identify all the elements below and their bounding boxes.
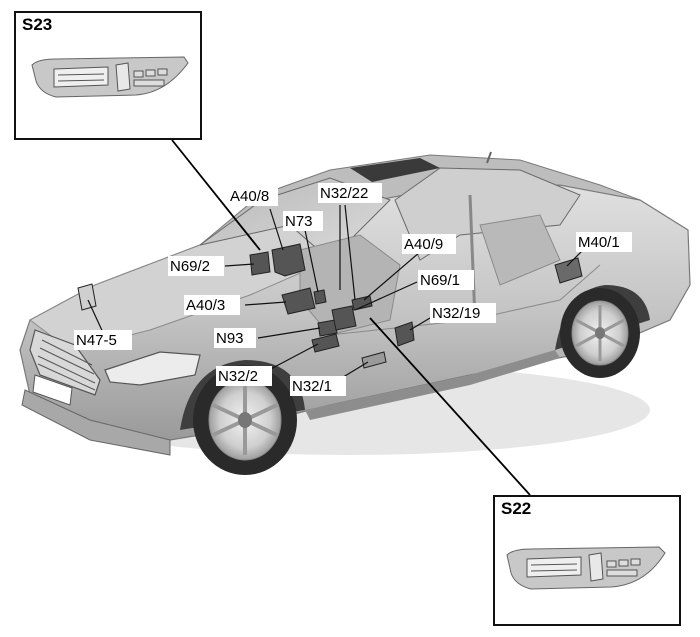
label-n32-2-text: N32/2 xyxy=(218,368,258,385)
license-plate xyxy=(32,374,73,406)
label-a40-8: A40/8 xyxy=(228,186,278,206)
sunroof xyxy=(350,158,440,182)
component-n32-2 xyxy=(311,333,340,353)
seat-back-switch xyxy=(588,552,604,582)
label-n69-1-text: N69/1 xyxy=(420,272,460,289)
inset-s22: S22 xyxy=(493,495,681,626)
inset-s22-title: S22 xyxy=(501,499,532,518)
label-n69-2: N69/2 xyxy=(168,256,224,276)
memory-button-1 xyxy=(133,70,144,78)
headrest-button xyxy=(133,79,165,87)
component-a40-8 xyxy=(271,243,306,277)
label-n47-5: N47-5 xyxy=(74,330,132,350)
side-rocker xyxy=(305,350,560,420)
label-n69-2-text: N69/2 xyxy=(170,258,210,275)
label-n47-5-text: N47-5 xyxy=(76,332,117,349)
inset-leader-s23 xyxy=(171,139,261,251)
label-m40-1-text: M40/1 xyxy=(578,234,620,251)
memory-button-1 xyxy=(606,560,617,568)
headlight xyxy=(104,351,201,386)
inset-leader-s22 xyxy=(369,317,531,496)
front-bumper xyxy=(21,389,171,456)
label-a40-3: A40/3 xyxy=(184,295,240,315)
headrest-button xyxy=(606,569,638,577)
label-n32-1-text: N32/1 xyxy=(292,378,332,395)
component-n93 xyxy=(317,319,338,337)
seat-cushion-switch xyxy=(526,556,582,578)
label-a40-8-text: A40/8 xyxy=(230,188,269,205)
label-n32-19: N32/19 xyxy=(430,303,496,323)
label-n73-text: N73 xyxy=(285,213,313,230)
label-m40-1: M40/1 xyxy=(576,232,632,252)
label-n32-19-text: N32/19 xyxy=(432,305,480,322)
label-n69-1: N69/1 xyxy=(418,270,474,290)
memory-button-2 xyxy=(145,69,156,77)
seat-back-switch xyxy=(115,62,131,92)
inset-s23: S23 xyxy=(14,11,202,140)
rear-seat xyxy=(479,214,561,286)
seat-cushion-switch xyxy=(53,66,109,88)
component-a40-9 xyxy=(351,295,373,311)
label-n32-2: N32/2 xyxy=(216,366,272,386)
label-a40-3-text: A40/3 xyxy=(186,297,225,314)
seat-switch-s22 xyxy=(506,546,666,590)
seat-switch-s23 xyxy=(31,56,189,98)
label-n32-1: N32/1 xyxy=(290,376,346,396)
component-m40-1 xyxy=(554,257,583,284)
b-pillar xyxy=(468,194,477,321)
grille-slats xyxy=(37,339,96,391)
component-n69-2 xyxy=(249,251,271,276)
antenna xyxy=(486,151,492,164)
inset-s23-title: S23 xyxy=(22,15,53,34)
memory-button-3 xyxy=(630,558,641,566)
label-n93: N93 xyxy=(214,328,256,348)
memory-button-3 xyxy=(157,68,168,76)
label-n32-22-text: N32/22 xyxy=(320,185,368,202)
component-n73 xyxy=(313,289,327,305)
component-n47-5 xyxy=(77,283,97,311)
label-n93-text: N93 xyxy=(216,330,244,347)
component-a40-3 xyxy=(281,287,316,315)
components xyxy=(77,243,583,369)
switch-panel xyxy=(506,546,666,590)
label-n73: N73 xyxy=(283,211,323,231)
rear-hub xyxy=(595,327,605,339)
component-n69-1 xyxy=(331,305,357,331)
front-hub xyxy=(238,412,252,428)
label-n32-22: N32/22 xyxy=(318,183,382,203)
memory-button-2 xyxy=(618,559,629,567)
component-n32-19 xyxy=(394,321,415,347)
label-a40-9: A40/9 xyxy=(402,234,456,254)
label-a40-9-text: A40/9 xyxy=(404,236,443,253)
